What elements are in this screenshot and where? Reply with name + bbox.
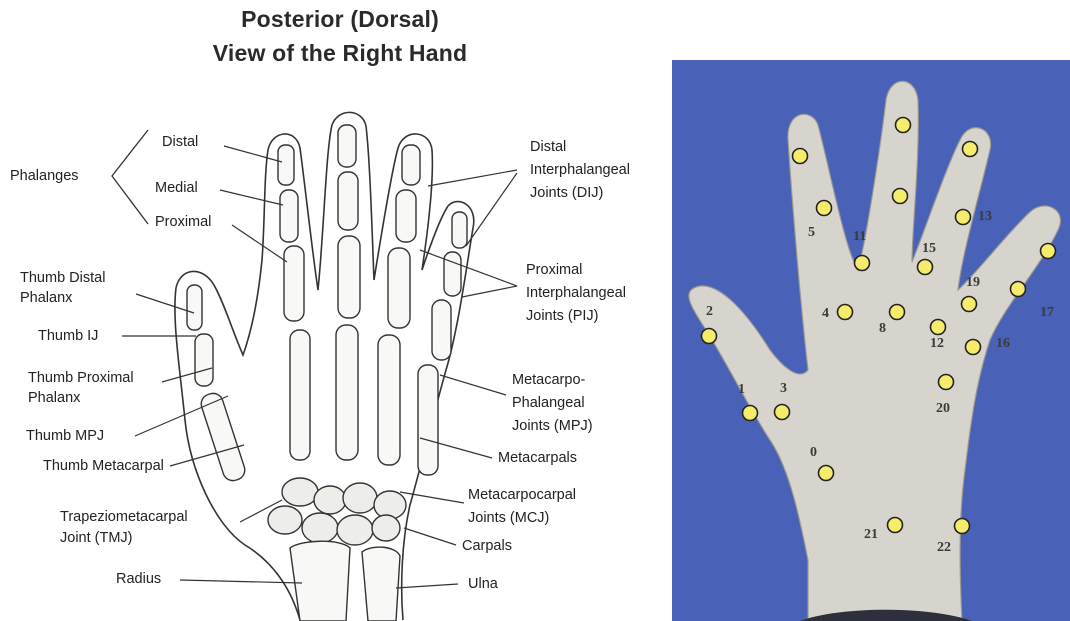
label-medial: Medial: [155, 180, 198, 197]
label-distal: Distal: [162, 134, 198, 151]
label-carpals: Carpals: [462, 538, 512, 555]
label-pij-line-2: Interphalangeal: [526, 285, 626, 302]
glove-marker-dot: [743, 406, 758, 421]
carpal-bones: [268, 478, 406, 545]
phalanges-bracket: [112, 130, 148, 224]
forearm-bones: [290, 541, 400, 621]
glove-marker-dot: [931, 320, 946, 335]
glove-marker-label: 15: [922, 241, 936, 256]
glove-marker-label: 3: [780, 381, 787, 396]
glove-marker-label: 2: [706, 304, 713, 319]
finger-bones: [187, 125, 467, 483]
glove-marker-dot: [855, 256, 870, 271]
label-thumb-mpj: Thumb MPJ: [26, 428, 104, 445]
glove-marker-dot: [775, 405, 790, 420]
glove-marker-label: 1: [738, 382, 745, 397]
label-dij-line-2: Interphalangeal: [530, 162, 630, 179]
label-pij-line-1: Proximal: [526, 262, 582, 279]
glove-marker-label: 17: [1040, 305, 1054, 320]
label-dij-line-1: Distal: [530, 139, 566, 156]
glove-marker-dot: [888, 518, 903, 533]
label-mcj-line-1: Metacarpocarpal: [468, 487, 576, 504]
glove-marker-dot: [838, 305, 853, 320]
label-mpj-line-3: Joints (MPJ): [512, 418, 593, 435]
glove-marker-label: 8: [879, 321, 886, 336]
glove-marker-label: 0: [810, 445, 817, 460]
label-thumb-metacarpal: Thumb Metacarpal: [43, 458, 164, 475]
label-thumb-proximal-line-2: Phalanx: [28, 390, 80, 407]
glove-marker-label: 4: [822, 306, 829, 321]
glove-marker-label: 12: [930, 336, 944, 351]
glove-marker-label: 21: [864, 527, 878, 542]
glove-marker-dot: [966, 340, 981, 355]
glove-marker-label: 20: [936, 401, 950, 416]
glove-marker-label: 22: [937, 540, 951, 555]
glove-marker-label: 11: [853, 229, 866, 244]
label-mcj-line-2: Joints (MCJ): [468, 510, 549, 527]
glove-marker-label: 5: [808, 225, 815, 240]
label-metacarpals: Metacarpals: [498, 450, 577, 467]
glove-marker-dot: [1011, 282, 1026, 297]
glove-marker-dot: [702, 329, 717, 344]
glove-marker-dot: [956, 210, 971, 225]
glove-marker-dot: [890, 305, 905, 320]
glove-marker-dot: [893, 189, 908, 204]
label-mpj-line-2: Phalangeal: [512, 395, 585, 412]
label-ulna: Ulna: [468, 576, 498, 593]
label-thumb-proximal-line-1: Thumb Proximal: [28, 370, 134, 387]
label-mpj-line-1: Metacarpo-: [512, 372, 585, 389]
glove-marker-dot: [918, 260, 933, 275]
glove-marker-dot: [962, 297, 977, 312]
glove-marker-label: 16: [996, 336, 1010, 351]
glove-marker-dot: [963, 142, 978, 157]
glove-marker-dot: [793, 149, 808, 164]
label-tmj-line-1: Trapeziometacarpal: [60, 509, 188, 526]
glove-marker-label: 13: [978, 209, 992, 224]
label-thumb-distal-line-2: Phalanx: [20, 290, 72, 307]
glove-marker-dot: [819, 466, 834, 481]
label-phalanges: Phalanges: [10, 168, 79, 185]
label-tmj-line-2: Joint (TMJ): [60, 530, 133, 547]
label-thumb-distal-line-1: Thumb Distal: [20, 270, 105, 287]
glove-marker-dot: [1041, 244, 1056, 259]
glove-marker-label: 19: [966, 275, 980, 290]
glove-marker-dot: [955, 519, 970, 534]
label-thumb-ij: Thumb IJ: [38, 328, 98, 345]
label-dij-line-3: Joints (DIJ): [530, 185, 603, 202]
glove-marker-drawing: 012345811121315161719202122: [672, 60, 1070, 621]
glove-marker-dot: [817, 201, 832, 216]
glove-photo: 012345811121315161719202122: [672, 60, 1070, 621]
label-proximal: Proximal: [155, 214, 211, 231]
label-pij-line-3: Joints (PIJ): [526, 308, 599, 325]
label-radius: Radius: [116, 571, 161, 588]
glove-marker-dot: [939, 375, 954, 390]
glove-marker-dot: [896, 118, 911, 133]
